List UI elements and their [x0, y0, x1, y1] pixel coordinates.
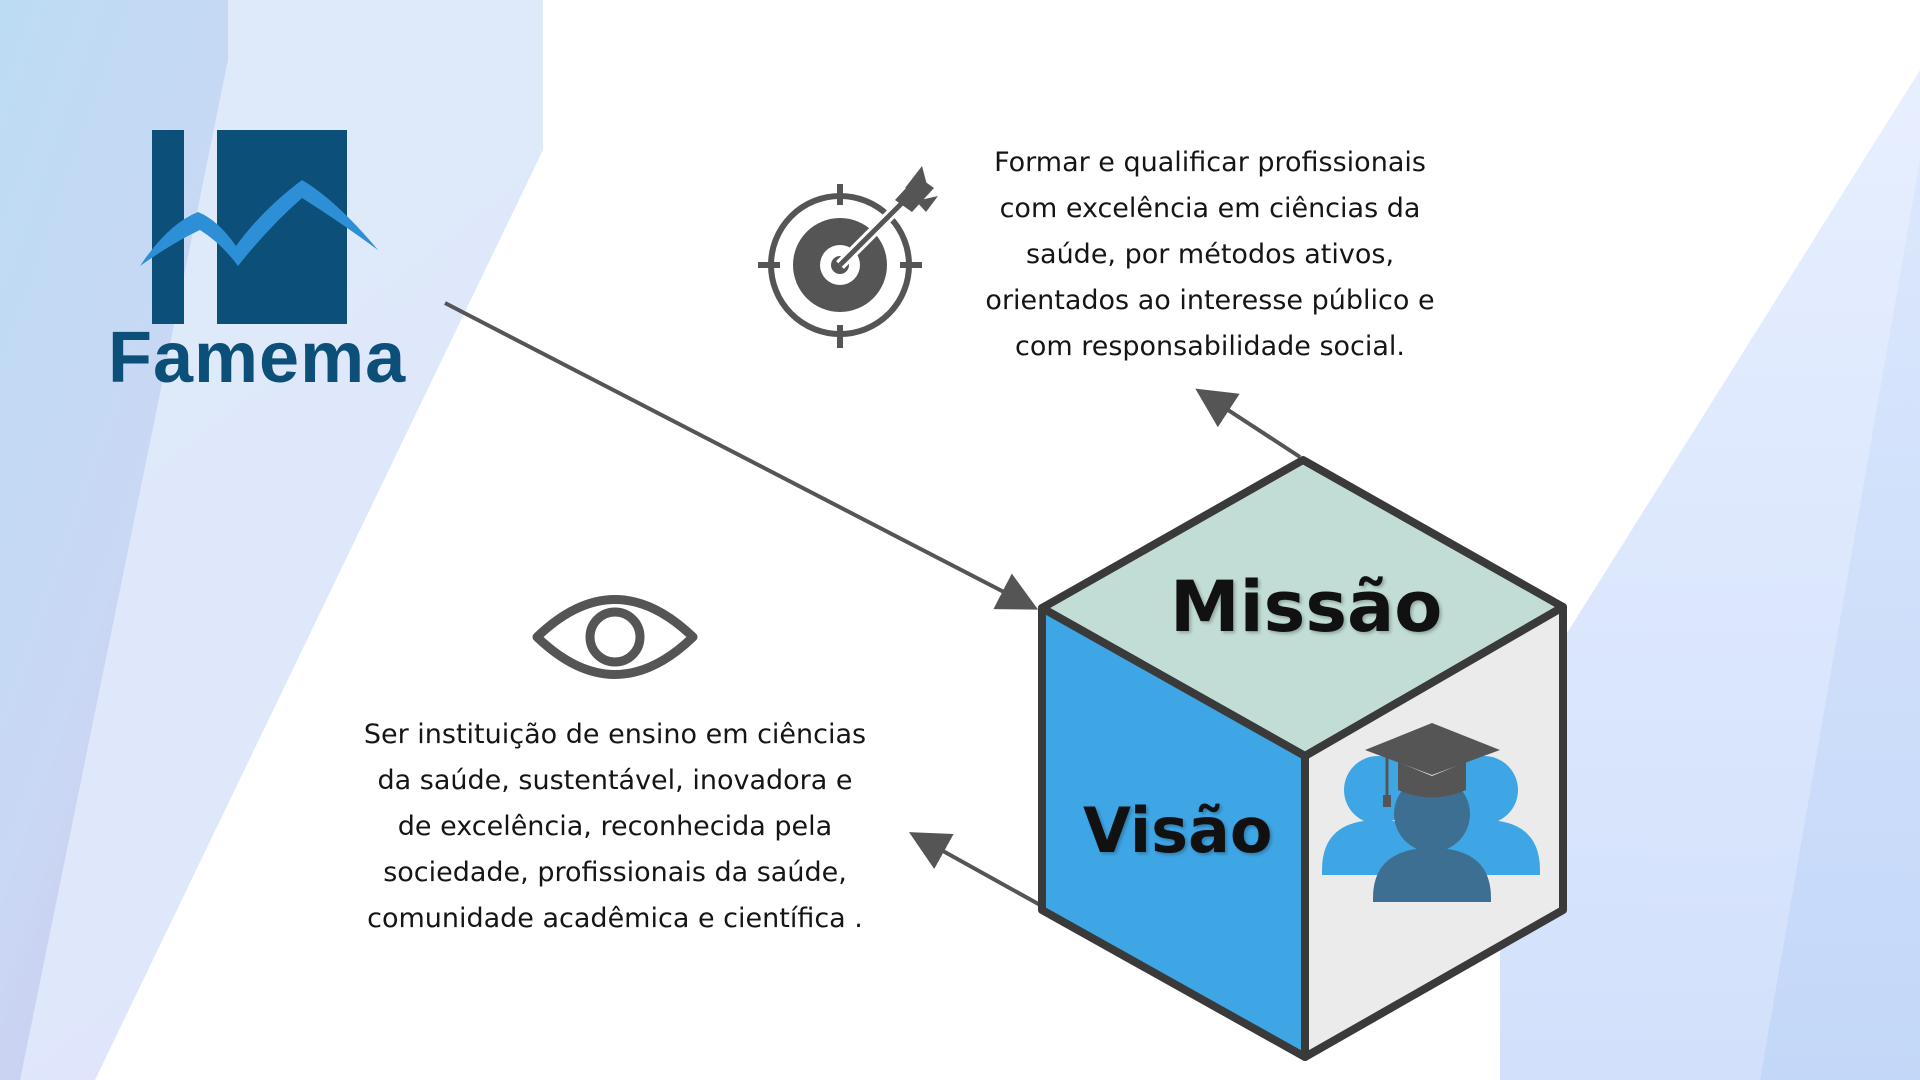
graduates-group-icon	[1322, 723, 1540, 902]
famema-logo-mark	[140, 130, 378, 324]
logo-to-cube-arrow	[444, 301, 1039, 610]
cube-to-mission-arrow	[1195, 388, 1302, 459]
famema-logo-text: Famema	[108, 318, 407, 398]
cube-to-vision-arrow	[909, 832, 1061, 918]
target-arrow-icon	[758, 166, 938, 348]
missao-label: Missão	[1170, 566, 1443, 648]
vision-text: Ser instituição de ensino em ciências da…	[363, 719, 867, 934]
mission-text: Formar e qualificar profissionais com ex…	[985, 147, 1435, 362]
visao-label: Visão	[1083, 794, 1273, 867]
bg-right-dark-band	[1760, 160, 1920, 1080]
eye-icon	[532, 595, 698, 679]
connector-arrows	[444, 301, 1302, 918]
